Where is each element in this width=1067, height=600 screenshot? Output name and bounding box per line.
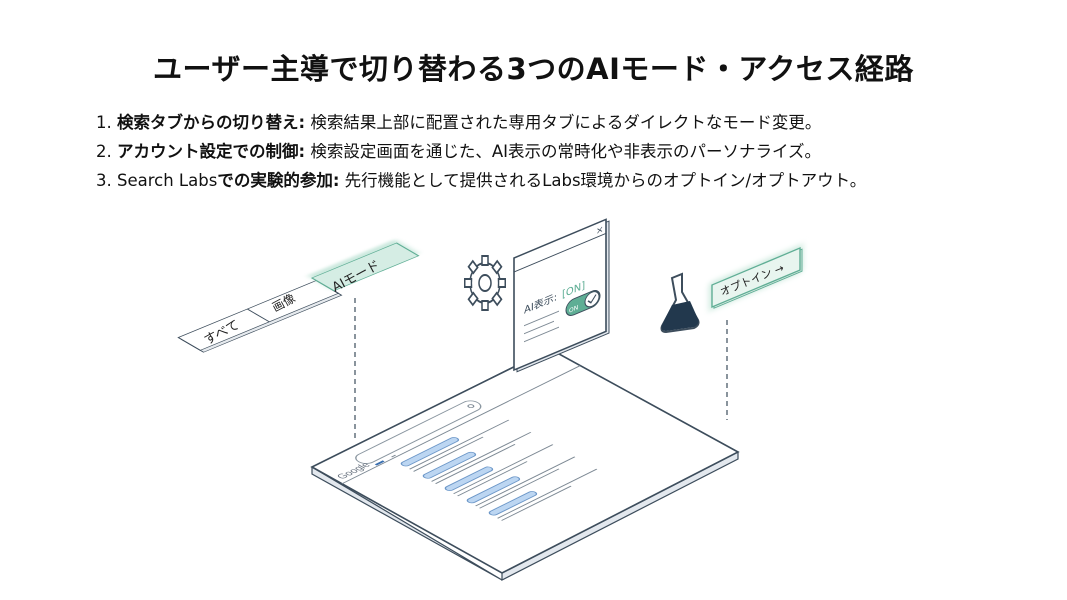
item-heading: での実験的参加: xyxy=(217,171,340,190)
settings-panel: × AI表示: [ON] ON xyxy=(513,218,610,373)
access-route-list: 1. 検索タブからの切り替え: 検索結果上部に配置された専用タブによるダイレクト… xyxy=(96,108,866,195)
search-results xyxy=(400,419,598,521)
flask-icon xyxy=(660,272,700,334)
item-number: 3. xyxy=(96,171,112,190)
browser-window: Google xyxy=(310,348,740,581)
search-box[interactable] xyxy=(352,399,485,466)
item-heading: 検索タブからの切り替え: xyxy=(117,113,306,132)
optin-button[interactable] xyxy=(709,243,803,312)
list-item: 3. Search Labsでの実験的参加: 先行機能として提供されるLabs環… xyxy=(96,166,866,195)
page-title: ユーザー主導で切り替わる3つのAIモード・アクセス経路 xyxy=(153,52,914,86)
list-item: 2. アカウント設定での制御: 検索設定画面を通じた、AI表示の常時化や非表示の… xyxy=(96,137,866,166)
item-text: 先行機能として提供されるLabs環境からのオプトイン/オプトアウト。 xyxy=(339,171,867,190)
item-text: 検索設定画面を通じた、AI表示の常時化や非表示のパーソナライズ。 xyxy=(305,142,822,161)
gear-icon xyxy=(464,255,506,311)
item-heading: アカウント設定での制御: xyxy=(117,142,306,161)
toggle-label: ON xyxy=(569,304,579,315)
item-number: 1. xyxy=(96,113,112,132)
list-item: 1. 検索タブからの切り替え: 検索結果上部に配置された専用タブによるダイレクト… xyxy=(96,108,866,137)
search-icon xyxy=(467,404,475,408)
tab-ai-mode[interactable] xyxy=(310,242,420,292)
item-text: 検索結果上部に配置された専用タブによるダイレクトなモード変更。 xyxy=(305,113,822,132)
item-prefix: Search Labs xyxy=(117,171,218,190)
item-number: 2. xyxy=(96,142,112,161)
search-tabs xyxy=(177,239,420,353)
close-icon[interactable]: × xyxy=(596,224,604,238)
